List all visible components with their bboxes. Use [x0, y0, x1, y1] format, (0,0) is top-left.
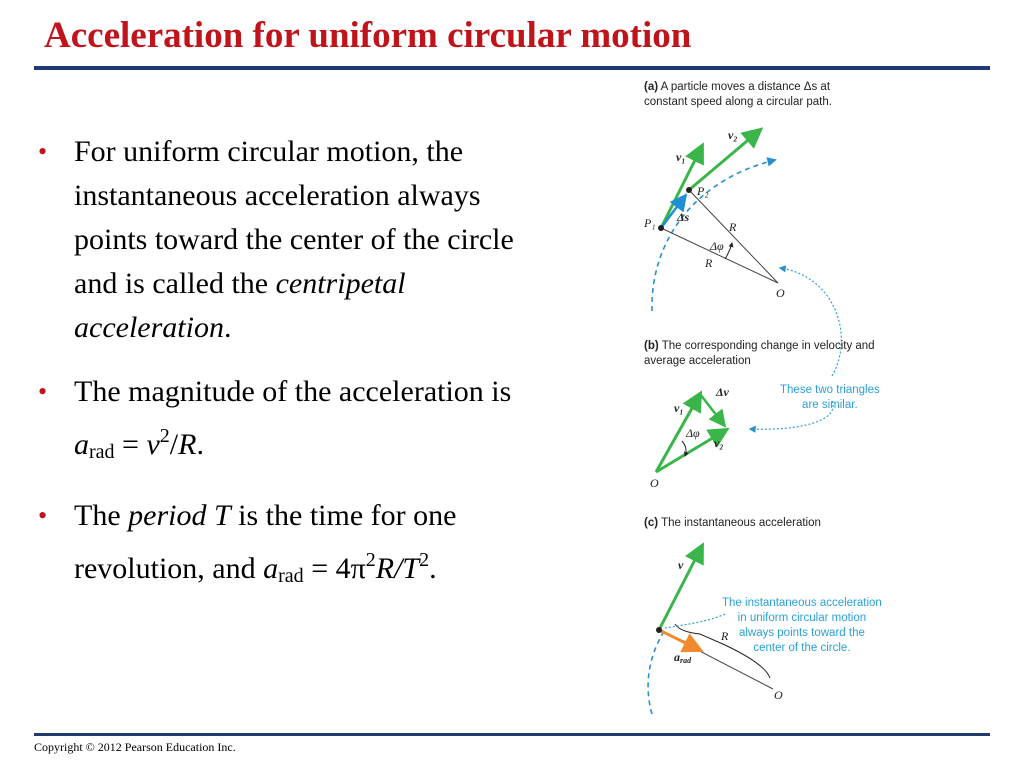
label-p1: P₁: [644, 216, 656, 230]
c-velocity-arrow: [657, 542, 704, 631]
b-velocity-v1: [654, 390, 703, 473]
formula-equals: =: [114, 428, 147, 461]
label-R-top: R: [729, 220, 737, 234]
formula-a: a: [74, 428, 89, 461]
formula-sup: 2: [365, 549, 376, 571]
caption-c: (c) The instantaneous acceleration: [644, 517, 821, 529]
bullet-icon: •: [38, 137, 48, 166]
formula-sub-rad: rad: [278, 565, 304, 587]
bullet-icon: •: [38, 501, 48, 530]
bullet-icon: •: [38, 377, 48, 406]
bullet-text-end: .: [223, 311, 232, 344]
angle-arc-a: [724, 242, 734, 260]
c-acceleration-arrow: [658, 628, 704, 653]
path-arc-c: [647, 627, 667, 715]
velocity-arrow-v1: [659, 142, 704, 229]
formula-sup-2: 2: [419, 549, 430, 571]
label-dv: Δv: [716, 385, 729, 399]
bullet-item: • For uniform circular motion, the insta…: [30, 130, 530, 350]
point-c: [656, 627, 662, 633]
label-v2: v₂: [728, 128, 738, 142]
formula-slash: /: [169, 428, 179, 461]
bullet-item: • The period T is the time for one revol…: [30, 494, 530, 598]
bullet-text: The: [74, 499, 129, 532]
bullet-emphasis: period T: [128, 499, 231, 532]
formula-end: .: [196, 428, 204, 461]
b-delta-v: [699, 393, 727, 428]
formula-RT: R/T: [375, 552, 420, 585]
point-p1: [658, 225, 664, 231]
label-b-v1: v₁: [674, 401, 684, 415]
footer-divider: [34, 733, 990, 736]
label-dphi-b: Δφ: [686, 426, 700, 440]
formula-equals: = 4π: [303, 552, 366, 585]
displacement-arrow: [660, 193, 688, 229]
point-p2: [686, 187, 692, 193]
similarity-arrow-bottom: [748, 400, 834, 433]
slide-title: Acceleration for uniform circular motion: [44, 15, 692, 56]
bullet-text: For uniform circular motion, the instant…: [74, 135, 514, 300]
formula-R: R: [178, 428, 197, 461]
bullet-text-mid: is the time for one revolution, and: [74, 499, 457, 585]
caption-b: (b) The corresponding change in velocity…: [644, 340, 875, 367]
radius-line-1: [660, 227, 779, 284]
formula-sup: 2: [159, 425, 170, 447]
label-O-b: O: [650, 476, 659, 490]
formula-end: .: [429, 552, 437, 585]
radius-line-2: [688, 189, 779, 284]
label-v1: v₁: [676, 150, 686, 164]
label-ds: Δs: [677, 210, 690, 224]
label-O-a: O: [776, 286, 785, 300]
bullet-item: • The magnitude of the acceleration is a…: [30, 370, 530, 474]
c-note-pointer: [664, 613, 726, 629]
similarity-arrow-top: [778, 265, 842, 377]
path-arc-a: [651, 157, 777, 312]
formula-a: a: [263, 552, 279, 585]
label-c-v: v: [678, 558, 684, 572]
title-divider: [34, 66, 990, 70]
velocity-arrow-v2: [688, 127, 764, 192]
copyright-footer: Copyright © 2012 Pearson Education Inc.: [34, 740, 236, 754]
b-velocity-v2: [655, 427, 730, 474]
label-O-c: O: [774, 688, 783, 702]
label-c-arad: arad: [674, 650, 692, 665]
label-b-v2: v₂: [714, 436, 724, 450]
figure-drawing: [647, 127, 842, 715]
label-c-R: R: [721, 629, 729, 643]
bullet-list: • For uniform circular motion, the insta…: [30, 130, 530, 618]
formula-sub-rad: rad: [89, 441, 115, 463]
formula-v: v: [146, 428, 160, 461]
label-dphi-a: Δφ: [710, 239, 724, 253]
bullet-emphasis: centripetal acceleration: [74, 267, 406, 344]
label-R-bottom: R: [705, 256, 713, 270]
label-p2: P₂: [697, 184, 709, 198]
angle-arc-b: [681, 440, 689, 457]
c-radius-brace: [674, 623, 771, 679]
bullet-text: The magnitude of the acceleration is: [74, 375, 512, 408]
